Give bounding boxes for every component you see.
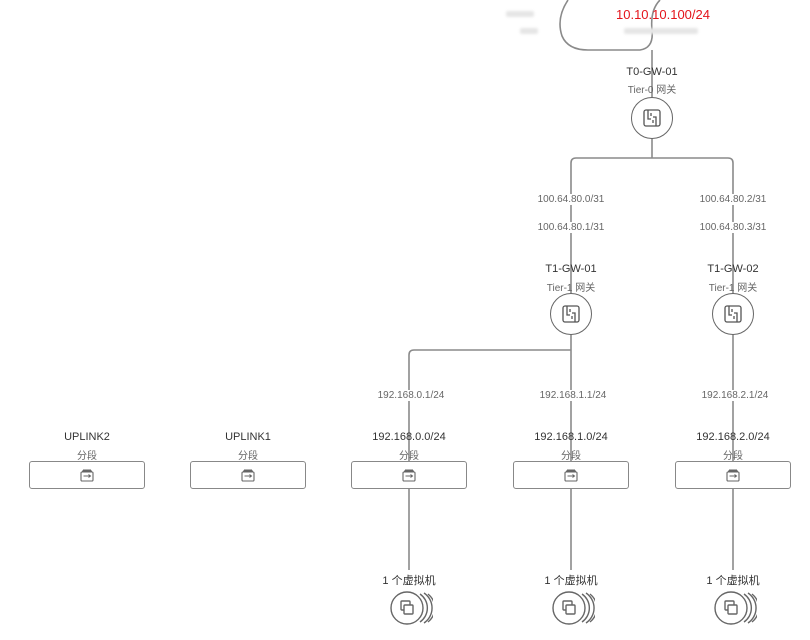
t1-02-uplink-t0-ip: 100.64.80.2/31 <box>688 194 778 205</box>
segment-uplink2-type: 分段 <box>77 451 97 462</box>
line-t0-t1-02 <box>652 157 734 295</box>
router-icon <box>562 305 580 323</box>
segment-uplink1-node[interactable] <box>190 461 306 489</box>
redacted-label <box>520 28 538 34</box>
redacted-label <box>506 11 534 17</box>
segment-192-168-0-0-type: 分段 <box>399 451 419 462</box>
t0-gateway-type: Tier-0 网关 <box>627 85 677 96</box>
vm-group-icon[interactable] <box>713 588 757 628</box>
segment-192-168-1-0-type: 分段 <box>561 451 581 462</box>
router-icon <box>724 305 742 323</box>
vm-group-icon[interactable] <box>389 588 433 628</box>
seg1-vm-count: 1 个虚拟机 <box>544 575 598 587</box>
t0-gateway-node[interactable] <box>631 97 673 139</box>
segment-192-168-0-0-name[interactable]: 192.168.0.0/24 <box>372 431 446 443</box>
t1-02-gateway-type: Tier-1 网关 <box>708 283 758 294</box>
external-ip-label: 10.10.10.100/24 <box>616 7 710 22</box>
t1-02-uplink-t1-ip: 100.64.80.3/31 <box>688 222 778 233</box>
segment-icon <box>564 469 578 482</box>
seg1-gateway-ip: 192.168.1.1/24 <box>526 390 620 401</box>
segment-uplink1-name[interactable]: UPLINK1 <box>225 431 271 443</box>
segment-uplink2-name[interactable]: UPLINK2 <box>64 431 110 443</box>
segment-192-168-2-0-node[interactable] <box>675 461 791 489</box>
segment-icon <box>402 469 416 482</box>
segment-icon <box>80 469 94 482</box>
segment-192-168-2-0-name[interactable]: 192.168.2.0/24 <box>696 431 770 443</box>
seg2-vm-count: 1 个虚拟机 <box>706 575 760 587</box>
seg0-gateway-ip: 192.168.0.1/24 <box>364 390 458 401</box>
t1-02-gateway-name[interactable]: T1-GW-02 <box>707 263 759 275</box>
t1-02-gateway-node[interactable] <box>712 293 754 335</box>
redacted-label <box>624 28 698 34</box>
t1-01-gateway-node[interactable] <box>550 293 592 335</box>
t1-01-gateway-type: Tier-1 网关 <box>546 283 596 294</box>
seg2-gateway-ip: 192.168.2.1/24 <box>688 390 782 401</box>
line-t1-01-seg0 <box>408 349 571 462</box>
segment-icon <box>726 469 740 482</box>
segment-192-168-0-0-node[interactable] <box>351 461 467 489</box>
t0-gateway-name[interactable]: T0-GW-01 <box>626 66 678 78</box>
segment-192-168-1-0-node[interactable] <box>513 461 629 489</box>
t1-01-uplink-t1-ip: 100.64.80.1/31 <box>526 222 616 233</box>
t1-01-gateway-name[interactable]: T1-GW-01 <box>545 263 597 275</box>
t1-01-uplink-t0-ip: 100.64.80.0/31 <box>526 194 616 205</box>
segment-192-168-2-0-type: 分段 <box>723 451 743 462</box>
segment-uplink2-node[interactable] <box>29 461 145 489</box>
seg0-vm-count: 1 个虚拟机 <box>382 575 436 587</box>
segment-192-168-1-0-name[interactable]: 192.168.1.0/24 <box>534 431 608 443</box>
external-network-cloud <box>559 0 661 51</box>
segment-uplink1-type: 分段 <box>238 451 258 462</box>
vm-group-icon[interactable] <box>551 588 595 628</box>
segment-icon <box>241 469 255 482</box>
router-icon <box>643 109 661 127</box>
line-t0-t1-01 <box>570 157 652 295</box>
